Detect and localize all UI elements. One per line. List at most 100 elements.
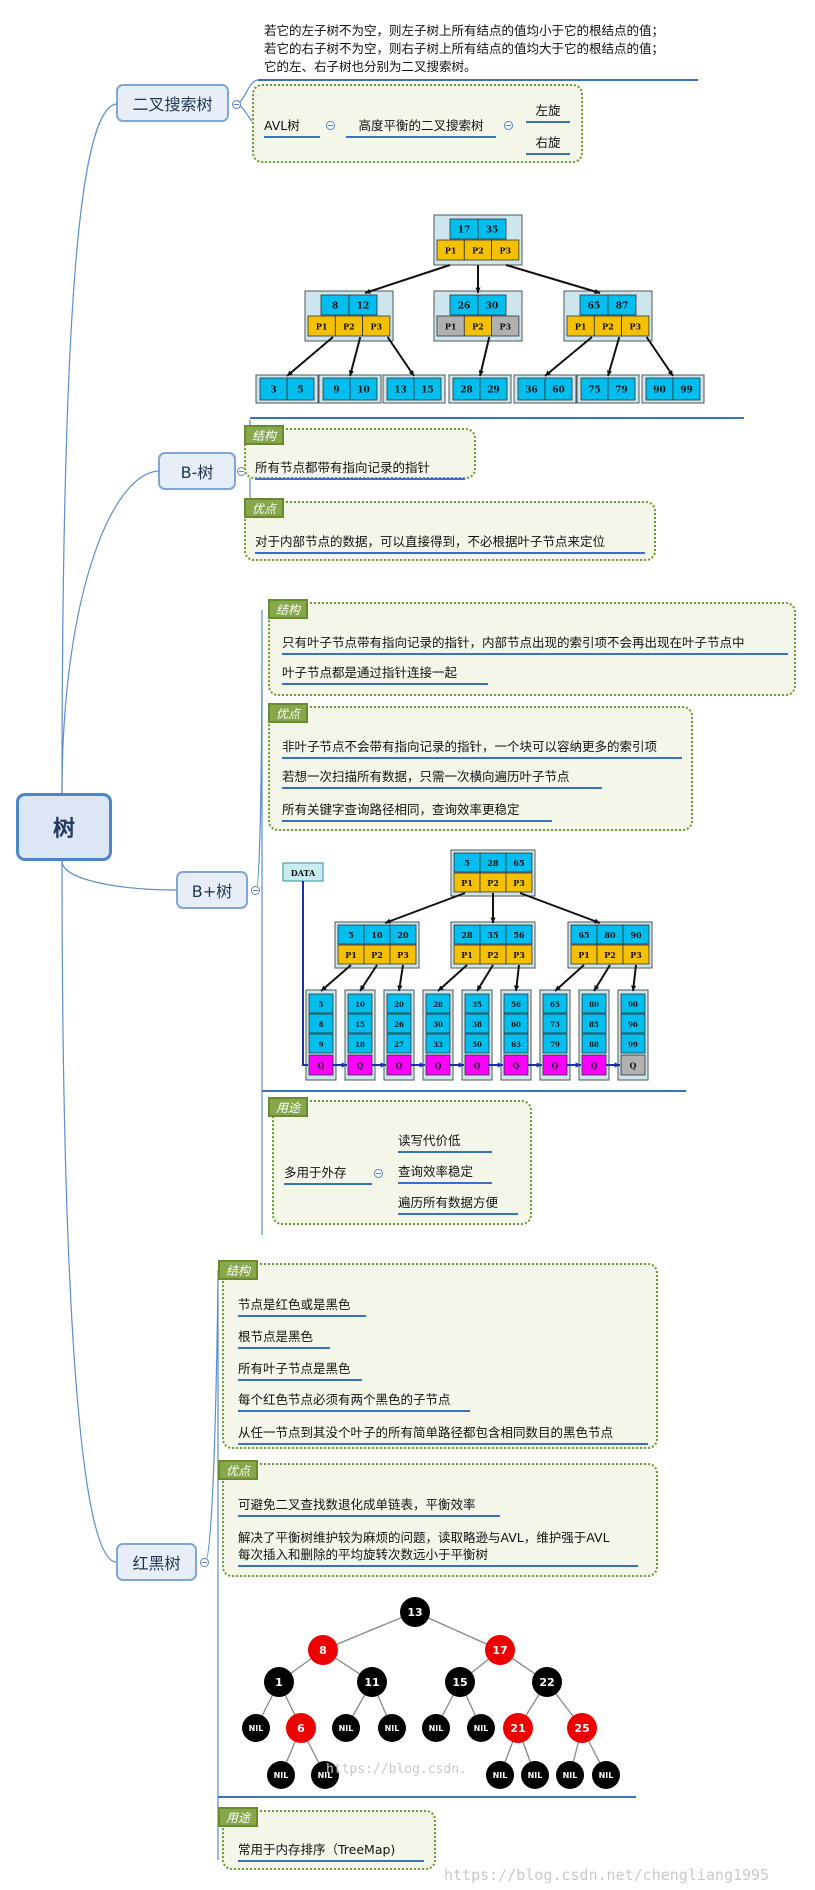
- bplus-leaf-8-q: Q: [591, 1061, 598, 1071]
- bplus-usage[interactable]: 多用于外存: [284, 1164, 372, 1185]
- bplus-structure-2[interactable]: 叶子节点都是通过指针连接一起: [282, 664, 488, 685]
- avl-desc[interactable]: 高度平衡的二叉搜索树: [346, 117, 496, 138]
- bplus-leaf-6-key-1-cell: [503, 993, 529, 1014]
- bplus-leaf-1-key-1-cell: [308, 993, 334, 1014]
- avl-label[interactable]: AVL树: [264, 117, 320, 138]
- btree-internal-3-key-1: 65: [588, 302, 601, 312]
- btree-root-ptr-3-cell: [491, 239, 520, 261]
- rb-structure-5[interactable]: 从任一节点到其没个叶子的所有简单路径都包含相同数目的黑色节点: [238, 1424, 648, 1445]
- bplus-edge-leaf-3-head: [397, 985, 403, 991]
- bplus-leaf-4-key-2: 30: [433, 1020, 443, 1029]
- bplus-leaf-3-key-2-cell: [386, 1013, 412, 1034]
- rb-nil-5: [467, 1714, 495, 1742]
- bplus-leaf-link-6-head: [536, 1062, 542, 1068]
- collapse-icon[interactable]: [374, 1169, 383, 1178]
- btree-internal-2-ptr-3-cell: [491, 315, 520, 337]
- btree-leaf-5-key-1: 36: [525, 386, 538, 396]
- topic-binary-search-tree[interactable]: 二叉搜索树: [116, 84, 229, 122]
- bplus-leaf-5-key-1-cell: [464, 993, 490, 1014]
- rb-advantage-1[interactable]: 可避免二叉查找数退化成单链表，平衡效率: [238, 1496, 500, 1517]
- rb-usage[interactable]: 常用于内存排序（TreeMap): [238, 1841, 424, 1862]
- rb-node-25-label: 25: [574, 1722, 589, 1735]
- bplus-leaf-9-key-3-cell: [620, 1033, 646, 1054]
- btree-leaf-1-key-2: 5: [297, 386, 303, 396]
- rb-node-6: [286, 1713, 316, 1743]
- collapse-icon[interactable]: [504, 121, 513, 130]
- bplus-internal-3-key-3: 90: [630, 930, 642, 940]
- btree-internal-1-key-2-cell: [348, 294, 378, 316]
- collapse-icon[interactable]: [251, 886, 260, 895]
- collapse-icon[interactable]: [326, 121, 335, 130]
- bst-desc-line-1: 若它的左子树不为空，则左子树上所有结点的值均小于它的根结点的值；: [264, 23, 665, 38]
- rb-structure-4[interactable]: 每个红色节点必须有两个黑色的子节点: [238, 1391, 470, 1412]
- rb-structure-3[interactable]: 所有叶子节点是黑色: [238, 1360, 362, 1381]
- bplus-leaf-9-key-2: 96: [628, 1020, 638, 1029]
- btree-leaf-1-key-2-cell: [286, 377, 315, 401]
- rb-advantage-2[interactable]: 解决了平衡树维护较为麻烦的问题，读取略逊与AVL，维护强于AVL: [238, 1530, 610, 1545]
- bplus-advantage-2[interactable]: 若想一次扫描所有数据，只需一次横向遍历叶子节点: [282, 768, 602, 789]
- bplus-advantage-1[interactable]: 非叶子节点不会带有指向记录的指针，一个块可以容纳更多的索引项: [282, 738, 682, 759]
- rb-structure-2[interactable]: 根节点是黑色: [238, 1328, 330, 1349]
- topic-red-black-tree[interactable]: 红黑树: [116, 1543, 197, 1581]
- rotation-left[interactable]: 左旋: [526, 102, 570, 123]
- collapse-icon[interactable]: [232, 100, 241, 109]
- bplus-internal-1-key-2: 10: [371, 930, 383, 940]
- bplus-leaf-3-key-3: 27: [394, 1040, 404, 1049]
- bplus-leaf-2-key-1-cell: [347, 993, 373, 1014]
- bplus-leaf-1-key-3: 9: [319, 1040, 324, 1049]
- bplus-internal-2-ptr-3-cell: [505, 944, 533, 965]
- btree-root-ptr-1: P1: [445, 246, 457, 256]
- bplus-leaf-2-key-3: 18: [355, 1040, 365, 1049]
- btree-edge-leaf-5-head: [545, 370, 551, 376]
- rb-node-13-label: 13: [407, 1606, 422, 1619]
- bplus-edge-root-1-head: [385, 918, 391, 924]
- rb-advantage-3[interactable]: 每次插入和删除的平均旋转次数远小于平衡树: [238, 1546, 638, 1567]
- bplus-internal-3-ptr-3: P3: [630, 950, 642, 960]
- rb-node-1: [264, 1667, 294, 1697]
- bplus-leaf-6-key-2: 60: [511, 1020, 521, 1029]
- bplus-usage-item-2[interactable]: 查询效率稳定: [398, 1163, 492, 1184]
- bplus-internal-3-key-2: 80: [604, 930, 616, 940]
- rb-nil-9-label: NIL: [528, 1771, 543, 1780]
- btree-edge-leaf-2: [349, 336, 362, 377]
- btree-leaf-7-key-2-cell: [672, 377, 701, 401]
- btree-advantage-box: [244, 501, 656, 561]
- root-node-tree[interactable]: 树: [16, 793, 112, 861]
- bplus-leaf-9-key-1-cell: [620, 993, 646, 1014]
- topic-b-tree[interactable]: B-树: [158, 452, 236, 490]
- btree-internal-1-key-1: 8: [332, 302, 338, 312]
- watermark-url: https://blog.csdn.net/chengliang1995: [444, 1866, 770, 1884]
- rb-node-11: [357, 1667, 387, 1697]
- bplus-advantage-3[interactable]: 所有关键字查询路径相同，查询效率更稳定: [282, 801, 552, 822]
- bplus-usage-item-1[interactable]: 读写代价低: [398, 1132, 492, 1153]
- bplus-leaf-link-3-head: [419, 1062, 425, 1068]
- bplus-leaf-5-key-3: 50: [472, 1040, 482, 1049]
- bst-desc-line-2: 若它的右子树不为空，则右子树上所有结点的值均大于它的根结点的值；: [264, 41, 665, 56]
- bplus-root-ptr-3: P3: [513, 878, 525, 888]
- bplus-leaf-4-q: Q: [435, 1061, 442, 1071]
- branch-rbtree-children: [204, 1269, 219, 1860]
- bplus-structure-1[interactable]: 只有叶子节点带有指向记录的指针，内部节点出现的索引项不会再出现在叶子节点中: [282, 634, 788, 655]
- bplus-internal-3-ptr-1: P1: [578, 950, 590, 960]
- collapse-icon[interactable]: [200, 1558, 209, 1567]
- bplus-usage-item-3[interactable]: 遍历所有数据方便: [398, 1194, 518, 1215]
- bplus-root-ptr-3-cell: [505, 872, 533, 893]
- btree-advantage-text[interactable]: 对于内部节点的数据，可以直接得到，不必根据叶子节点来定位: [255, 533, 645, 554]
- bplus-leaf-9-key-3: 99: [628, 1040, 638, 1049]
- topic-b-plus-tree[interactable]: B+树: [176, 871, 248, 909]
- btree-root-key-2-cell: [477, 218, 507, 240]
- btree-internal-2-ptr-1: P1: [445, 322, 457, 332]
- btree-internal-1-ptr-3: P3: [370, 322, 382, 332]
- bplus-leaf-link-1-head: [341, 1062, 347, 1068]
- rb-node-21-label: 21: [510, 1722, 525, 1735]
- bplus-leaf-1-key-1: 5: [319, 1000, 324, 1009]
- bplus-edge-leaf-6-head: [514, 985, 520, 991]
- bplus-leaf-4-key-2-cell: [425, 1013, 451, 1034]
- rb-node-13: [400, 1597, 430, 1627]
- btree-structure-text[interactable]: 所有节点都带有指向记录的指针: [255, 459, 465, 480]
- rotation-right[interactable]: 右旋: [526, 134, 570, 155]
- bplus-structure-box: [268, 602, 796, 696]
- rb-structure-1[interactable]: 节点是红色或是黑色: [238, 1296, 366, 1317]
- bplus-internal-3-key-1: 65: [578, 930, 589, 940]
- bplus-leaf-9-q-cell: [620, 1054, 646, 1076]
